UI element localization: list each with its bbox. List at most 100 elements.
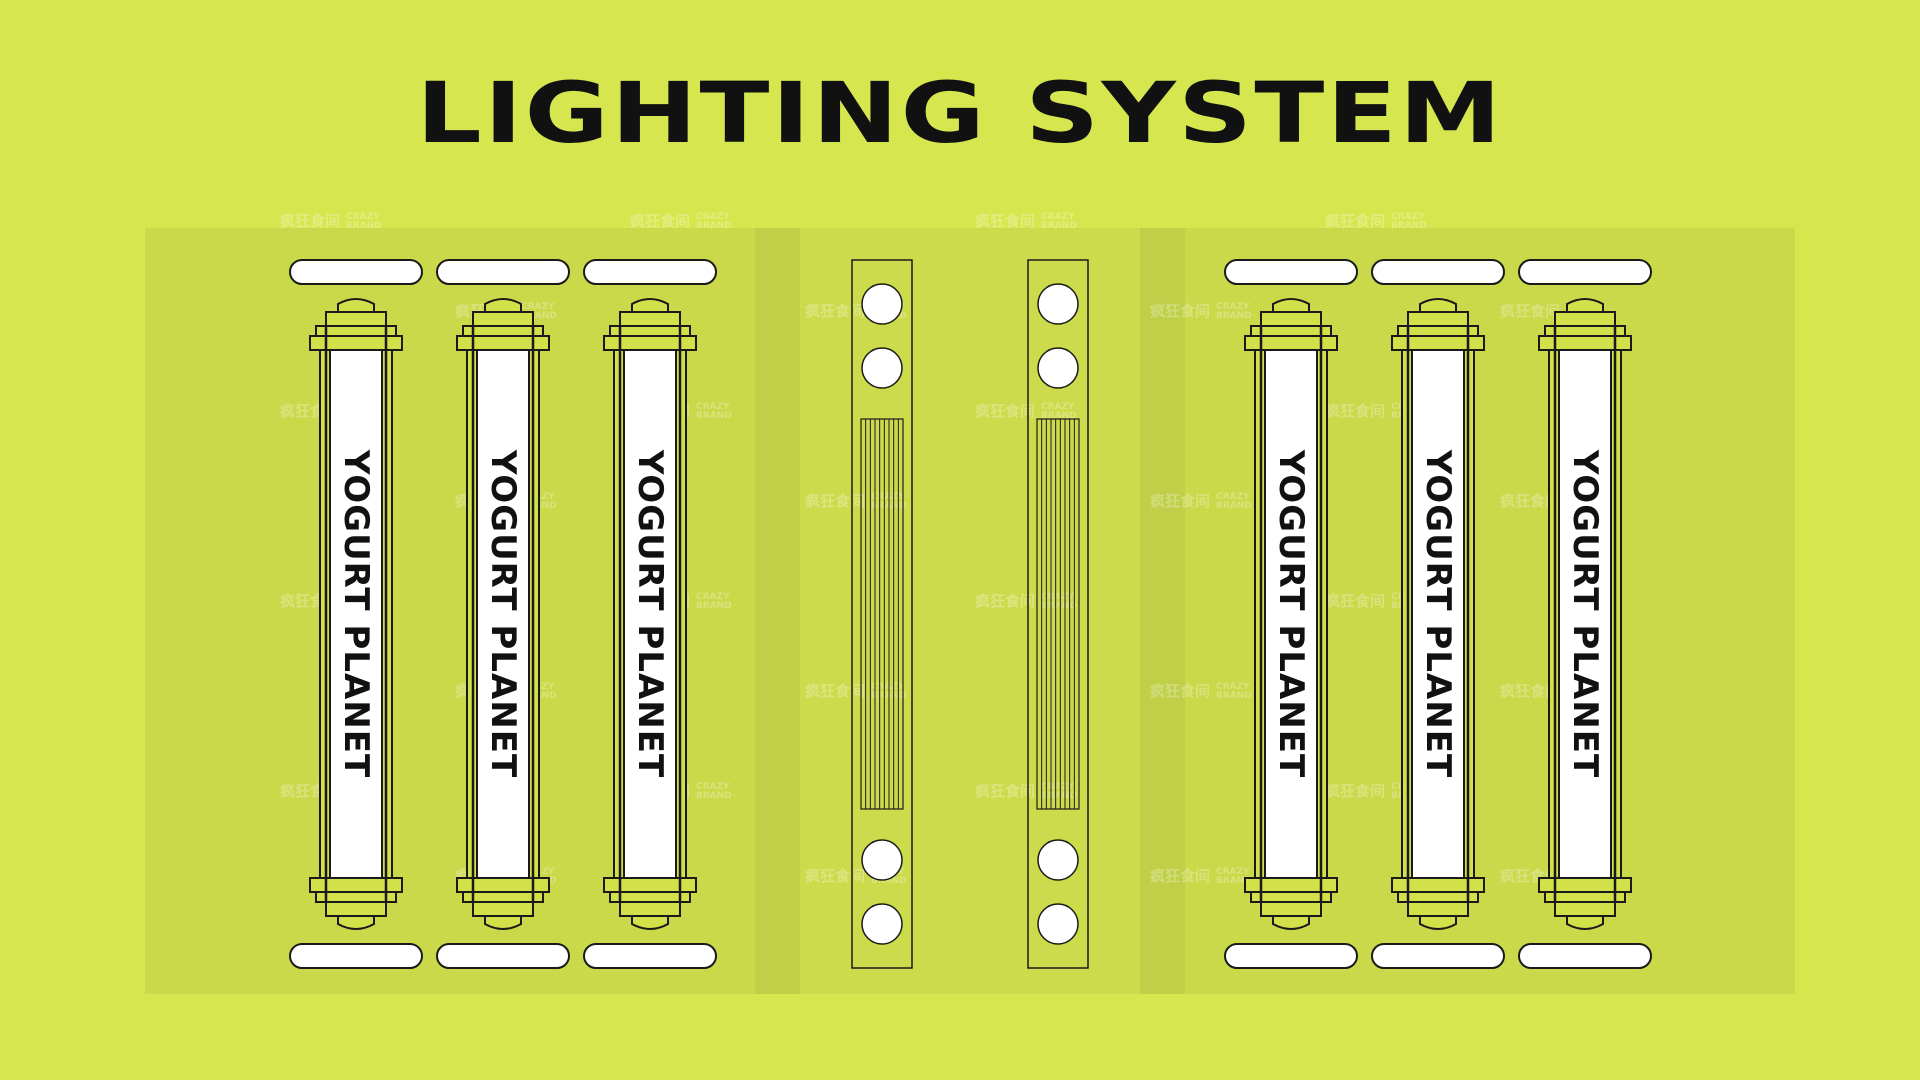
tube-cap-base-top: [309, 335, 403, 351]
tube-cap-ring-top: [315, 325, 397, 337]
light-strip: [1027, 259, 1089, 969]
hanging-pill-bottom: [583, 943, 717, 969]
strip-circle-bottom: [861, 903, 903, 945]
strip-circle-bottom: [1037, 839, 1079, 881]
tube-cap-knob-bottom: [631, 915, 669, 930]
tube-cap-neck-bottom: [1407, 901, 1469, 917]
light-tube: YOGURT PLANET: [580, 258, 720, 970]
tube-cap-base-bottom: [1244, 877, 1338, 893]
tube-cap-knob-top: [484, 298, 522, 313]
tube-cap-neck-top: [472, 311, 534, 327]
tube-cap-neck-bottom: [472, 901, 534, 917]
watermark-cn: 疯狂食间: [630, 212, 691, 230]
watermark-cn: 疯狂食间: [1500, 492, 1561, 510]
tube-cap-base-top: [1244, 335, 1338, 351]
light-tube-label: YOGURT PLANET: [1418, 449, 1458, 779]
tube-cap-neck-top: [325, 311, 387, 327]
tube-cap-ring-bottom: [609, 891, 691, 903]
tube-body-glass: [1558, 349, 1612, 879]
hanging-pill-top: [1518, 259, 1652, 285]
hanging-pill-bottom: [436, 943, 570, 969]
strip-circle-bottom: [1037, 903, 1079, 945]
light-tube-drawing: [1518, 259, 1652, 969]
hanging-pill-top: [436, 259, 570, 285]
tube-cap-knob-bottom: [1419, 915, 1457, 930]
tube-cap-base-top: [1391, 335, 1485, 351]
light-tube: YOGURT PLANET: [1515, 258, 1655, 970]
tube-cap-ring-top: [462, 325, 544, 337]
tube-cap-knob-top: [631, 298, 669, 313]
watermark-cn: 疯狂食间: [280, 212, 341, 230]
strip-frame: [1027, 259, 1089, 969]
light-tube-drawing: [1371, 259, 1505, 969]
watermark-cn: 疯狂食间: [1150, 302, 1211, 320]
tube-cap-knob-top: [1272, 298, 1310, 313]
tube-cap-neck-top: [1260, 311, 1322, 327]
light-strip-drawing: [1027, 259, 1089, 969]
tube-cap-base-bottom: [1391, 877, 1485, 893]
strip-frame: [851, 259, 913, 969]
hanging-pill-bottom: [1371, 943, 1505, 969]
watermark-cn: 疯狂食间: [1150, 682, 1211, 700]
light-tube: YOGURT PLANET: [286, 258, 426, 970]
light-tube: YOGURT PLANET: [1368, 258, 1508, 970]
tube-cap-ring-top: [1250, 325, 1332, 337]
tube-cap-knob-top: [1566, 298, 1604, 313]
tube-cap-knob-top: [1419, 298, 1457, 313]
tube-cap-base-bottom: [309, 877, 403, 893]
tube-cap-base-top: [603, 335, 697, 351]
watermark-cn: 疯狂食间: [1325, 782, 1386, 800]
middle-panel-band-right: [1140, 228, 1185, 994]
watermark-cn: 疯狂食间: [1150, 492, 1211, 510]
strip-circle-bottom: [861, 839, 903, 881]
tube-cap-ring-bottom: [315, 891, 397, 903]
light-tube-label: YOGURT PLANET: [1565, 449, 1605, 779]
watermark-cn: 疯狂食间: [1150, 867, 1211, 885]
hanging-pill-top: [1224, 259, 1358, 285]
tube-cap-neck-bottom: [1554, 901, 1616, 917]
light-tube-label: YOGURT PLANET: [483, 449, 523, 779]
light-tube: YOGURT PLANET: [1221, 258, 1361, 970]
strip-circle-top: [1037, 347, 1079, 389]
hanging-pill-bottom: [1224, 943, 1358, 969]
middle-panel-band-left: [755, 228, 800, 994]
strip-circle-top: [861, 283, 903, 325]
tube-cap-base-top: [1538, 335, 1632, 351]
light-tube-drawing: [289, 259, 423, 969]
hanging-pill-top: [583, 259, 717, 285]
tube-body-glass: [1264, 349, 1318, 879]
watermark-cn: 疯狂食间: [975, 402, 1036, 420]
tube-body-glass: [1411, 349, 1465, 879]
tube-cap-knob-bottom: [337, 915, 375, 930]
strip-grille: [860, 418, 904, 810]
watermark-cn: 疯狂食间: [805, 302, 866, 320]
tube-cap-neck-bottom: [1260, 901, 1322, 917]
tube-cap-base-top: [456, 335, 550, 351]
tube-cap-ring-top: [609, 325, 691, 337]
watermark-cn: 疯狂食间: [1500, 302, 1561, 320]
light-strip: [851, 259, 913, 969]
light-tube-drawing: [1224, 259, 1358, 969]
watermark-cn: 疯狂食间: [805, 682, 866, 700]
watermark-cn: 疯狂食间: [975, 592, 1036, 610]
tube-cap-neck-top: [1554, 311, 1616, 327]
watermark-cn: 疯狂食间: [1325, 212, 1386, 230]
